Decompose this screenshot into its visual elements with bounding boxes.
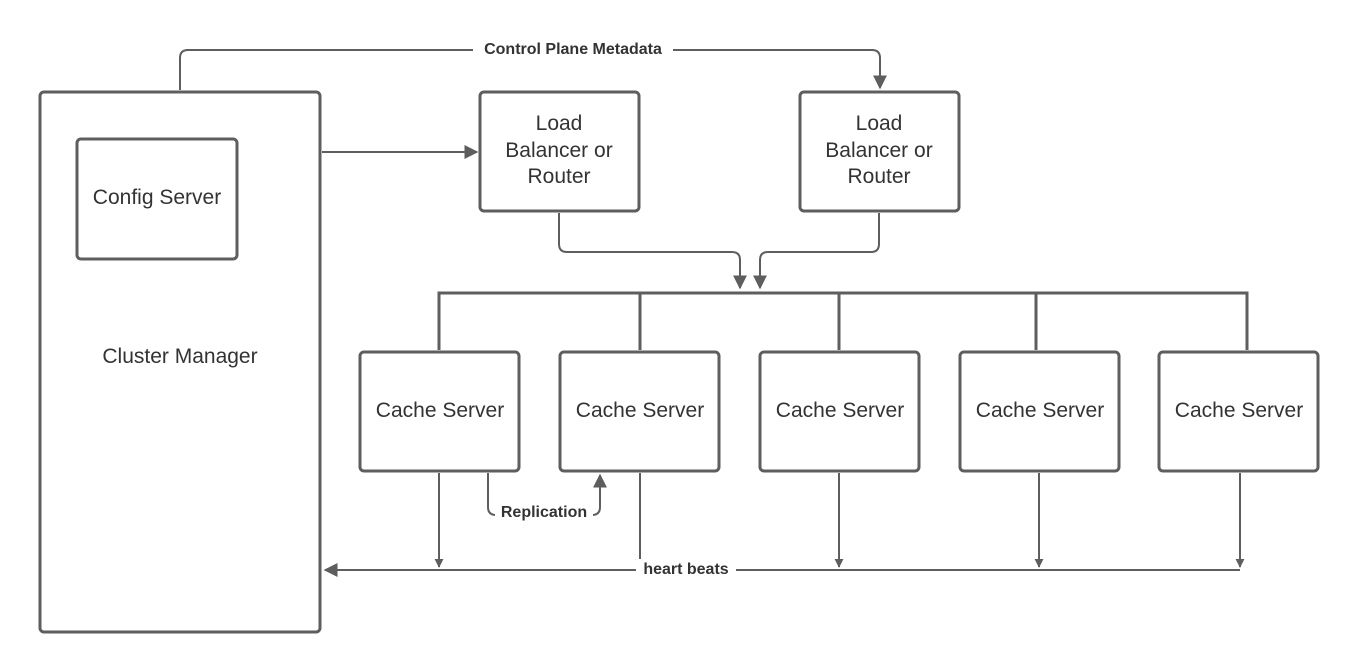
cache-server-2-label: Cache Server bbox=[576, 399, 704, 422]
heartbeat-edges: heart beats bbox=[323, 473, 1245, 579]
cache-server-2-node: Cache Server bbox=[558, 350, 721, 473]
config-server-node: Config Server bbox=[75, 137, 239, 261]
load-balancer-1-line-1: Load bbox=[536, 112, 583, 135]
cache-server-5-node: Cache Server bbox=[1157, 350, 1320, 473]
load-balancer-2-line-1: Load bbox=[856, 112, 903, 135]
cache-server-4-label: Cache Server bbox=[976, 399, 1104, 422]
load-balancer-1-line-3: Router bbox=[527, 165, 590, 188]
replication-label: Replication bbox=[501, 504, 587, 521]
cache-bus bbox=[437, 291, 1249, 350]
cache-server-1-label: Cache Server bbox=[376, 399, 504, 422]
cache-server-1-node: Cache Server bbox=[358, 350, 521, 473]
load-balancer-2-line-3: Router bbox=[847, 165, 910, 188]
lb1-to-bus-edge bbox=[558, 213, 747, 290]
control-plane-label: Control Plane Metadata bbox=[484, 41, 662, 58]
load-balancer-1-line-2: Balancer or bbox=[505, 139, 612, 162]
cache-server-4-node: Cache Server bbox=[958, 350, 1121, 473]
cluster-manager-label: Cluster Manager bbox=[102, 345, 257, 368]
config-server-label: Config Server bbox=[93, 186, 221, 209]
control-plane-edge: Control Plane Metadata bbox=[179, 38, 887, 90]
load-balancer-2-line-2: Balancer or bbox=[825, 139, 932, 162]
load-balancer-2-node: Load Balancer or Router bbox=[798, 90, 961, 213]
replication-edge: Replication bbox=[487, 473, 607, 523]
cache-server-3-node: Cache Server bbox=[758, 350, 921, 473]
cache-server-3-label: Cache Server bbox=[776, 399, 904, 422]
lb2-to-bus-edge bbox=[753, 213, 880, 290]
cache-server-5-label: Cache Server bbox=[1175, 399, 1303, 422]
load-balancer-1-node: Load Balancer or Router bbox=[478, 90, 641, 213]
heartbeats-label: heart beats bbox=[643, 561, 728, 578]
